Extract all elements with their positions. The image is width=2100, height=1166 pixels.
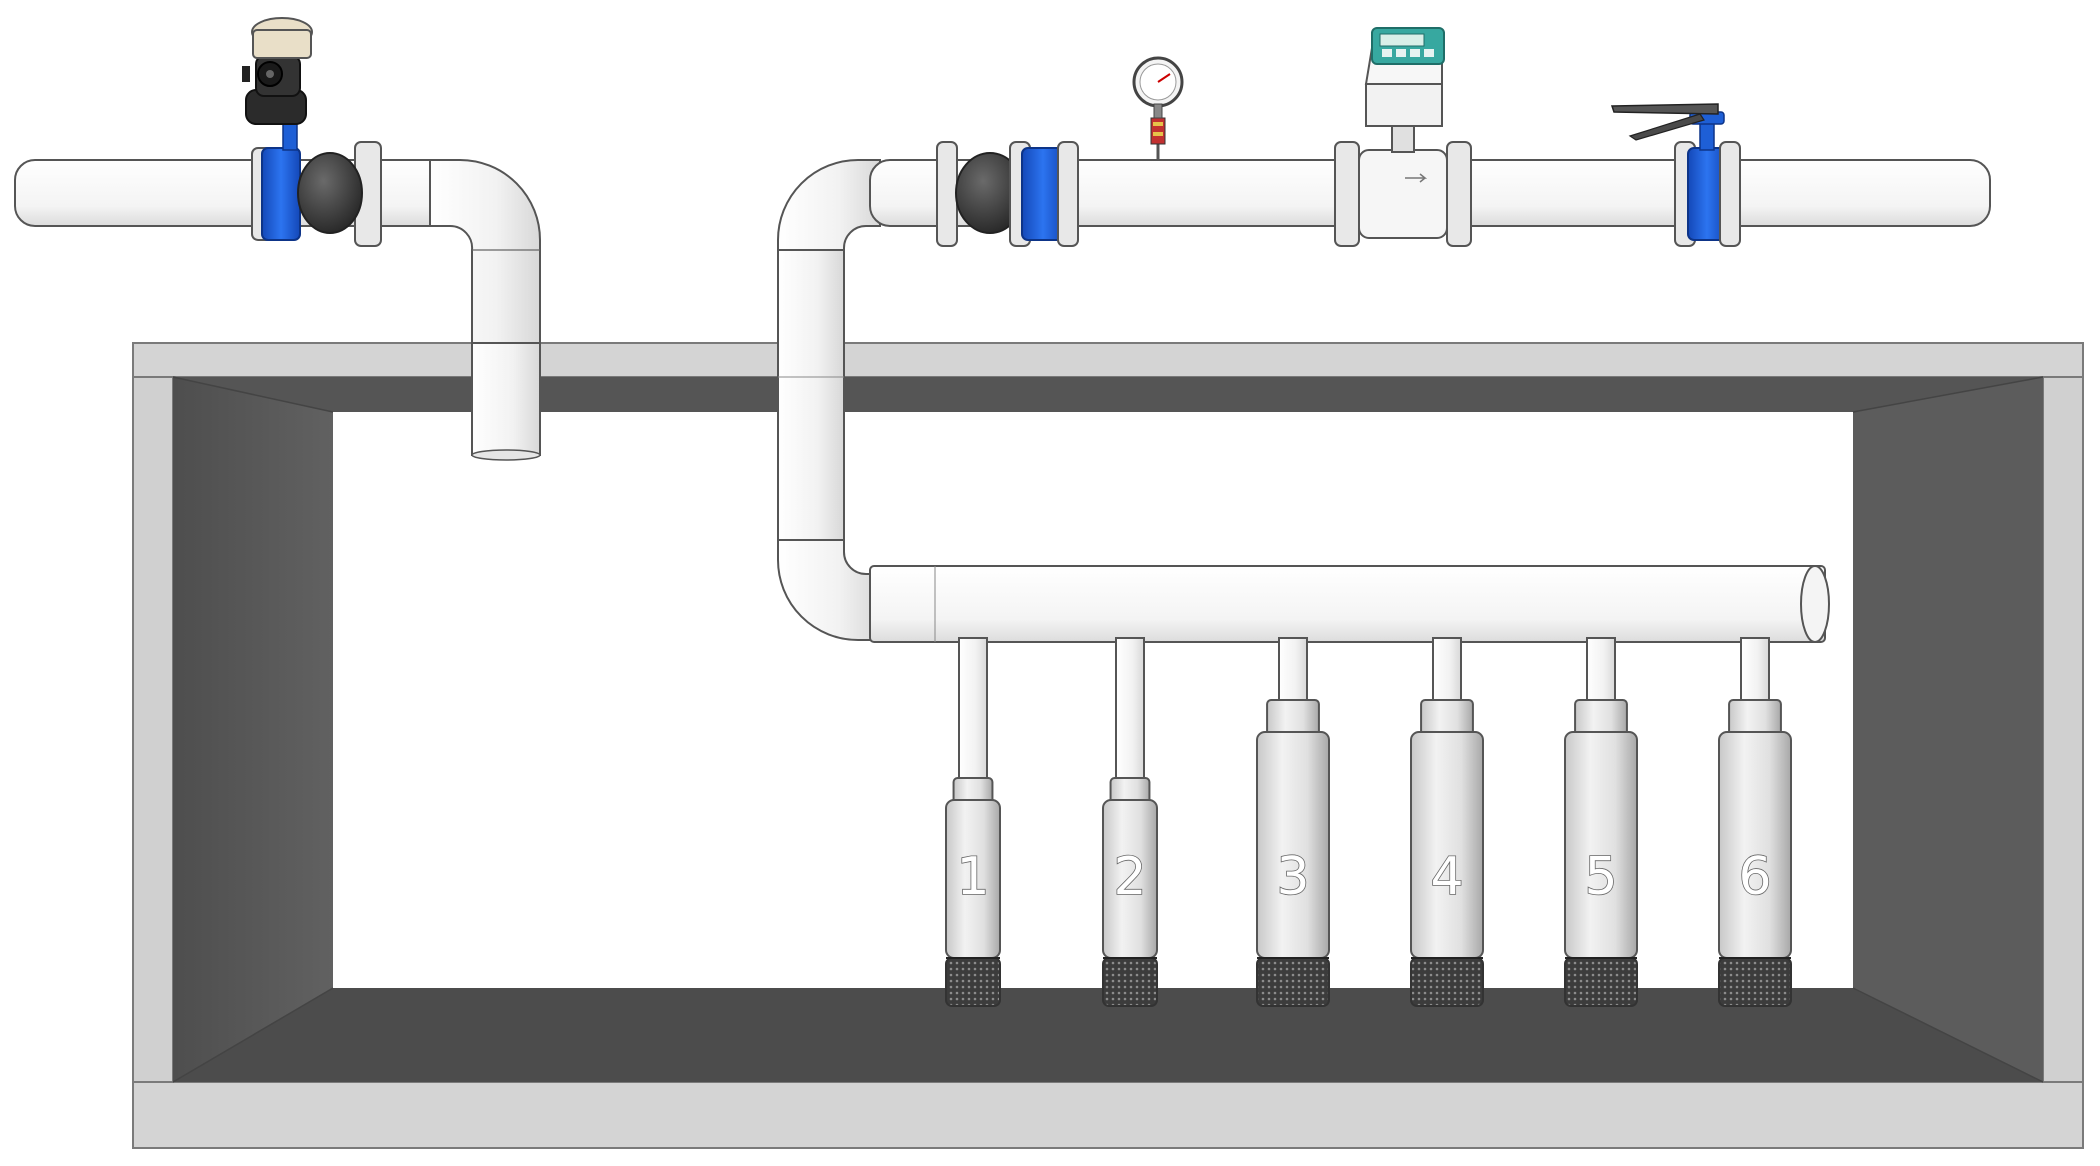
pressure-gauge-icon: [1132, 56, 1184, 160]
pump-intake-screen: [1718, 957, 1792, 1007]
pump-number-label: 4: [1430, 847, 1463, 907]
pump-drop-pipe: [1740, 637, 1770, 705]
vault-floor-slab: [132, 1081, 2084, 1149]
inlet-valve-blue-ring: [261, 147, 301, 241]
discharge-riser-pipe: [777, 249, 845, 541]
pump-body: [1256, 731, 1330, 959]
meter-flange-left: [1334, 141, 1360, 247]
pump-drop-pipe: [958, 637, 988, 783]
pump-drop-pipe: [1586, 637, 1616, 705]
vault-floor-inner: [173, 988, 2043, 1082]
pump-drop-pipe: [1432, 637, 1462, 705]
vault-ceiling-inner: [173, 377, 2043, 412]
inlet-drop-pipe: [471, 342, 541, 456]
discharge-top-elbow: [777, 159, 881, 251]
pump-number-label: 6: [1738, 847, 1771, 907]
pump-number-label: 5: [1584, 847, 1617, 907]
pump-coupling: [1574, 699, 1628, 737]
pump-number-label: 2: [1113, 847, 1146, 907]
air-release-valve-icon: [242, 17, 313, 125]
pump-coupling: [1266, 699, 1320, 737]
discharge-flange-1: [936, 141, 958, 247]
pump-intake-screen: [1102, 957, 1158, 1007]
pump-body: [1718, 731, 1792, 959]
pump-manifold-header: [869, 565, 1830, 643]
discharge-line: [869, 141, 1991, 247]
submersible-pump-5: 5: [1564, 637, 1638, 1007]
discharge-flange-3: [1057, 141, 1079, 247]
butterfly-valve-icon: [1610, 103, 1725, 151]
electromagnetic-flow-meter-icon: [1364, 27, 1445, 153]
pump-body: [1410, 731, 1484, 959]
pump-coupling: [1728, 699, 1782, 737]
vault-left-inner-wall: [173, 377, 333, 1082]
pump-intake-screen: [1410, 957, 1484, 1007]
pump-intake-screen: [1564, 957, 1638, 1007]
vault-roof-slab: [132, 342, 2084, 378]
vault-left-wall: [132, 376, 174, 1083]
vault-right-inner-wall: [1853, 377, 2043, 1082]
meter-body: [1358, 149, 1448, 239]
inlet-elbow: [429, 159, 541, 346]
pumps-layer: 1 2 3 4 5 6: [945, 637, 1792, 1007]
discharge-riser: [777, 159, 881, 641]
pump-coupling: [1420, 699, 1474, 737]
submersible-pump-4: 4: [1410, 637, 1484, 1007]
pump-number-label: 1: [956, 847, 989, 907]
pump-intake-screen: [945, 957, 1001, 1007]
pump-body: [1564, 731, 1638, 959]
submersible-pump-2: 2: [1102, 637, 1158, 1007]
meter-flange-right: [1446, 141, 1472, 247]
submersible-pump-1: 1: [945, 637, 1001, 1007]
pump-drop-pipe: [1278, 637, 1308, 705]
inlet-pipe-line: [14, 121, 541, 461]
pump-number-label: 3: [1276, 847, 1309, 907]
manifold-elbow: [777, 539, 881, 641]
inlet-expansion-joint: [297, 152, 363, 234]
vault-right-wall: [2042, 376, 2084, 1083]
butterfly-flange-right: [1719, 141, 1741, 247]
submersible-pump-3: 3: [1256, 637, 1330, 1007]
submersible-pump-6: 6: [1718, 637, 1792, 1007]
pump-intake-screen: [1256, 957, 1330, 1007]
pump-drop-pipe: [1115, 637, 1145, 783]
inlet-pipe: [14, 159, 456, 227]
